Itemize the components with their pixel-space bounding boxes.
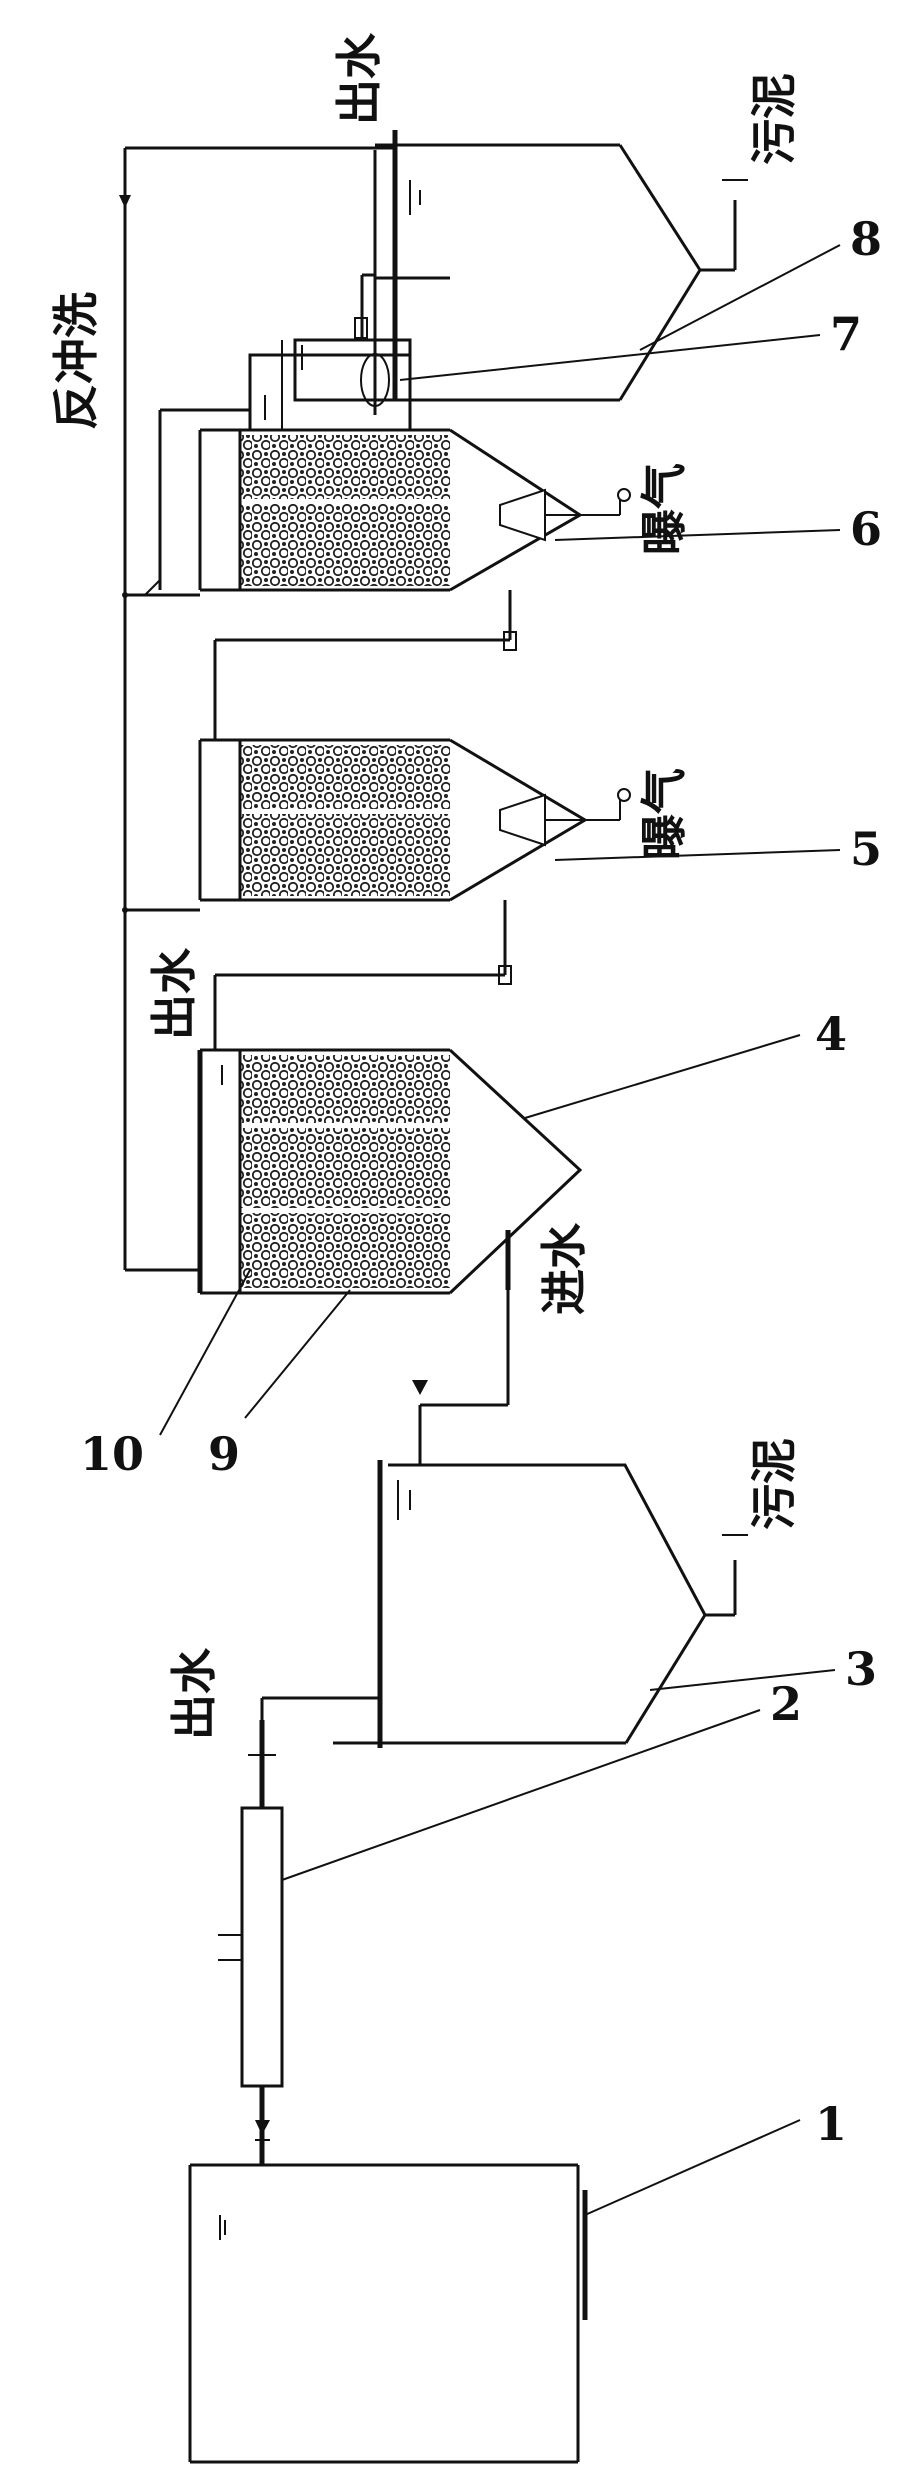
pipe-6-7 [158,408,250,590]
label-sludge-tank3: 污泥 [747,1438,801,1530]
unit-2 [218,1720,284,2088]
pipe-2-3 [260,1696,380,1720]
unit-7 [248,338,412,432]
number-3: 3 [845,1642,877,1696]
label-outlet-unit2: 出水 [167,1647,221,1740]
number-2: 2 [770,1677,802,1731]
number-4: 4 [815,1007,847,1061]
number-10: 10 [80,1427,144,1481]
number-9: 9 [208,1427,240,1481]
pipe-4-5 [213,900,512,1050]
pipe-3-4-inlet [412,1230,511,1465]
pipe-1-2 [255,2085,270,2165]
label-backwash: 反冲洗 [49,292,103,430]
filter-5 [198,738,631,902]
label-aeration-filter5: 曝气 [637,768,691,860]
number-1: 1 [815,2097,847,2151]
leader-lines [159,244,841,2216]
tank-3 [333,1460,748,1748]
filter-4 [197,1048,583,1295]
filter-6 [198,428,631,592]
number-7: 7 [830,307,862,361]
label-outlet-tank8: 出水 [332,32,386,125]
label-inlet: 进水 [537,1222,591,1315]
pipe-7-8 [354,273,375,340]
number-5: 5 [850,822,882,876]
label-sludge-tank8: 污泥 [747,73,801,165]
label-outlet-filter4: 出水 [147,947,201,1040]
number-8: 8 [850,212,882,266]
number-6: 6 [850,502,882,556]
label-aeration-filter6: 曝气 [637,463,691,555]
backwash-pipe [119,146,395,1272]
pipe-5-6 [213,590,517,740]
tank-1 [188,2163,588,2464]
tank-8 [373,130,748,402]
